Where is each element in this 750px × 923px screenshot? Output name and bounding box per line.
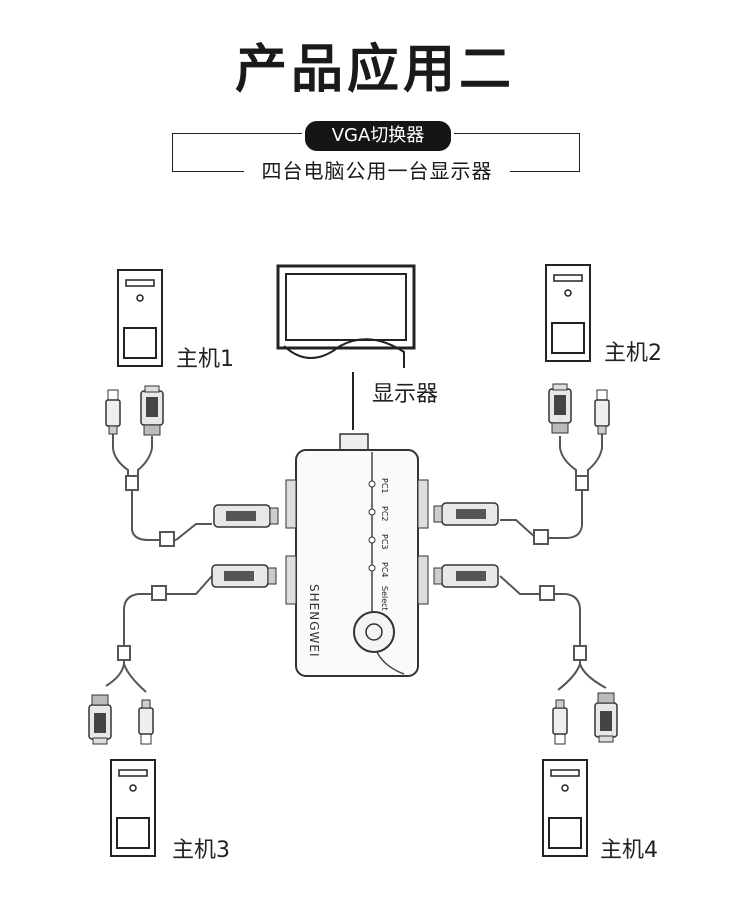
- host-2-tower-icon: [545, 264, 591, 362]
- subtitle: 四台电脑公用一台显示器: [244, 157, 510, 185]
- usb-plug-host-3: [138, 699, 154, 745]
- vga-switch-box: PC1 PC2 PC3 PC4 Select SHENGWEI: [285, 433, 429, 677]
- kvm-cable-host-2: [500, 434, 603, 545]
- kvm-cable-host-3: [105, 575, 213, 693]
- port-label-pc4: PC4: [380, 562, 389, 578]
- host-3-label: 主机3: [172, 838, 230, 863]
- kvm-cable-host-1: [112, 434, 212, 547]
- usb-plug-host-1: [105, 389, 121, 435]
- switch-plug-pc2: [433, 502, 499, 526]
- vga-plug-host-2: [548, 383, 572, 434]
- usb-plug-host-2: [594, 389, 610, 435]
- host-4-tower-icon: [542, 759, 588, 857]
- host-4-label: 主机4: [600, 838, 658, 863]
- usb-plug-host-4: [552, 699, 568, 745]
- vga-plug-host-3: [88, 694, 112, 745]
- bracket-line-right: [510, 171, 579, 172]
- page-title: 产品应用二: [234, 40, 515, 100]
- port-label-pc3: PC3: [380, 534, 389, 550]
- host-3-tower-icon: [110, 759, 156, 857]
- monitor-label: 显示器: [372, 382, 439, 407]
- host-1-tower-icon: [117, 269, 163, 367]
- vga-plug-host-1: [140, 385, 164, 436]
- host-2-label: 主机2: [604, 341, 662, 366]
- port-label-pc2: PC2: [380, 506, 389, 522]
- kvm-cable-host-4: [499, 575, 607, 691]
- vga-plug-host-4: [594, 692, 618, 743]
- switch-plug-pc3: [211, 564, 277, 588]
- brand-logo: SHENGWEI: [307, 584, 321, 657]
- switch-plug-pc1: [213, 504, 279, 528]
- switch-plug-pc4: [433, 564, 499, 588]
- bracket-line-left: [172, 171, 244, 172]
- monitor-icon: [276, 264, 416, 368]
- host-1-label: 主机1: [176, 347, 234, 372]
- select-label: Select: [380, 586, 389, 611]
- product-badge: VGA切换器: [302, 118, 454, 154]
- port-label-pc1: PC1: [380, 478, 389, 494]
